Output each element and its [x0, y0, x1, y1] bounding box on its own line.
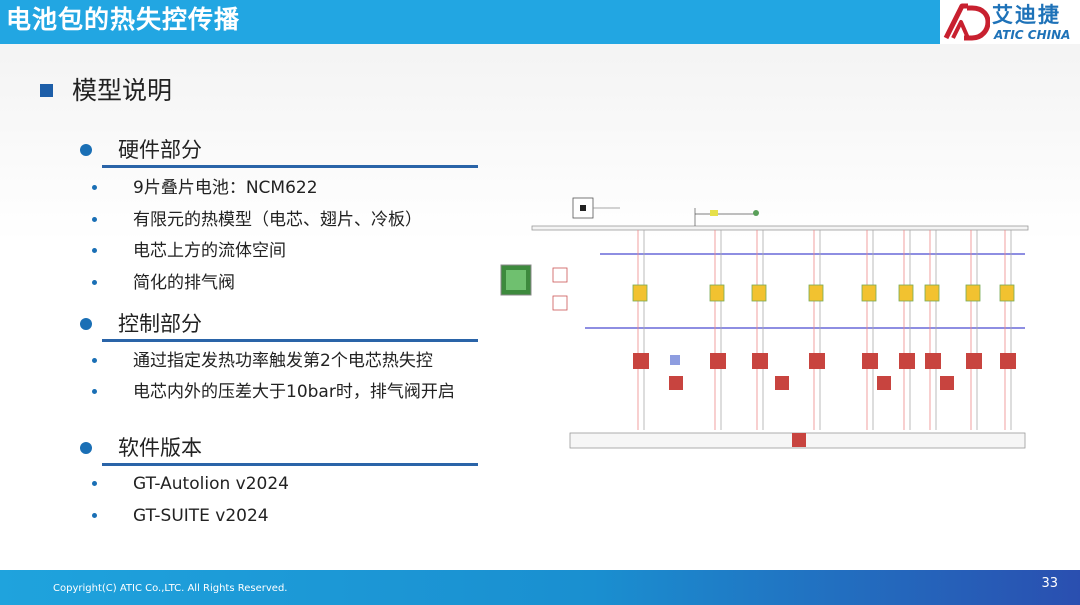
subheading-underline — [102, 463, 478, 466]
subheading-software: 软件版本 — [80, 434, 480, 466]
list-item-text: 通过指定发热功率触发第2个电芯热失控 — [133, 351, 433, 371]
subheading-hardware: 硬件部分 — [80, 136, 480, 168]
bullet-dot-icon — [92, 248, 97, 253]
list-item: 电芯上方的流体空间 — [92, 238, 492, 264]
section-square-icon — [40, 84, 53, 97]
list-item: GT-Autolion v2024 — [92, 471, 492, 497]
section-title: 模型说明 — [72, 76, 173, 105]
list-item: 通过指定发热功率触发第2个电芯热失控 — [92, 348, 492, 374]
atic-logo-icon — [943, 3, 990, 41]
bullet-dot-icon — [80, 442, 92, 454]
list-item-text: 电芯上方的流体空间 — [133, 241, 286, 261]
bullet-dot-icon — [80, 318, 92, 330]
subheading-control: 控制部分 — [80, 310, 480, 342]
list-item: 有限元的热模型（电芯、翅片、冷板） — [92, 207, 492, 233]
page-number: 33 — [1041, 576, 1058, 591]
bullet-dot-icon — [92, 185, 97, 190]
bullet-dot-icon — [92, 481, 97, 486]
gt-suite-model-diagram — [500, 197, 1029, 449]
list-item-text: GT-Autolion v2024 — [133, 474, 289, 494]
list-item: GT-SUITE v2024 — [92, 503, 492, 529]
bullet-dot-icon — [80, 144, 92, 156]
bullet-dot-icon — [92, 280, 97, 285]
list-item: 电芯内外的压差大于10bar时，排气阀开启 — [92, 379, 492, 405]
list-item-text: 9片叠片电池：NCM622 — [133, 178, 318, 198]
list-item-text: GT-SUITE v2024 — [133, 506, 269, 526]
logo-text-cn: 艾迪捷 — [992, 3, 1061, 27]
list-item: 9片叠片电池：NCM622 — [92, 175, 492, 201]
list-item-text: 有限元的热模型（电芯、翅片、冷板） — [133, 210, 422, 230]
copyright-text: Copyright(C) ATIC Co.,LTC. All Rights Re… — [53, 583, 288, 594]
bullet-dot-icon — [92, 389, 97, 394]
bullet-dot-icon — [92, 358, 97, 363]
subheading-label: 软件版本 — [118, 436, 202, 460]
logo-text-en: ATIC CHINA — [994, 28, 1071, 42]
footer-bar: Copyright(C) ATIC Co.,LTC. All Rights Re… — [0, 570, 1080, 605]
list-item-text: 简化的排气阀 — [133, 273, 235, 293]
subheading-underline — [102, 339, 478, 342]
subheading-underline — [102, 165, 478, 168]
list-item-text: 电芯内外的压差大于10bar时，排气阀开启 — [133, 382, 455, 402]
list-item: 简化的排气阀 — [92, 270, 492, 296]
subheading-label: 控制部分 — [118, 312, 202, 336]
bullet-dot-icon — [92, 513, 97, 518]
subheading-label: 硬件部分 — [118, 138, 202, 162]
company-logo: 艾迪捷 ATIC CHINA — [940, 0, 1080, 44]
header-bar: 电池包的热失控传播 艾迪捷 ATIC CHINA — [0, 0, 1080, 44]
bullet-dot-icon — [92, 217, 97, 222]
slide-title: 电池包的热失控传播 — [6, 5, 241, 34]
